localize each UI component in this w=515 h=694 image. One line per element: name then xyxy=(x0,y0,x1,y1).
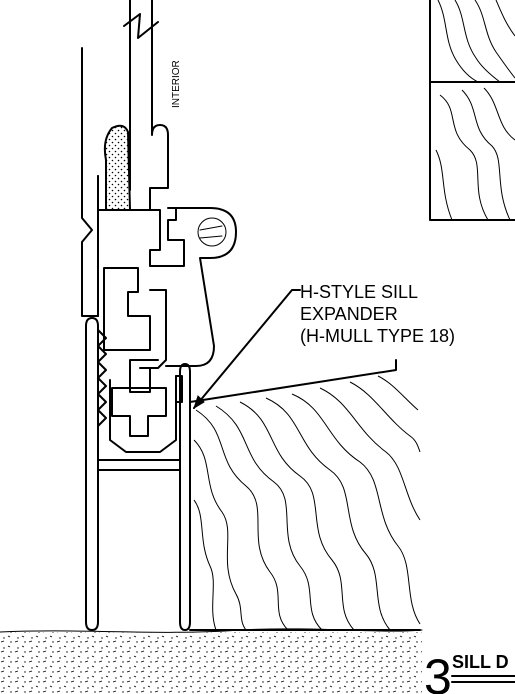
concrete-slab xyxy=(0,628,423,694)
window-frame-profile xyxy=(81,39,237,453)
callout-leader xyxy=(193,289,301,410)
interior-label: INTERIOR xyxy=(171,60,182,108)
detail-title: SILL D xyxy=(452,652,509,672)
callout-line-2: EXPANDER xyxy=(300,304,398,324)
h-mull-expander xyxy=(85,317,191,631)
sill-wood-framing xyxy=(189,359,421,631)
detail-number: 3 xyxy=(424,649,452,694)
callout-line-1: H-STYLE SILL xyxy=(300,282,418,302)
callout-line-3: (H-MULL TYPE 18) xyxy=(300,326,455,346)
interior-wall xyxy=(123,0,159,191)
upper-wood-framing xyxy=(429,0,515,221)
